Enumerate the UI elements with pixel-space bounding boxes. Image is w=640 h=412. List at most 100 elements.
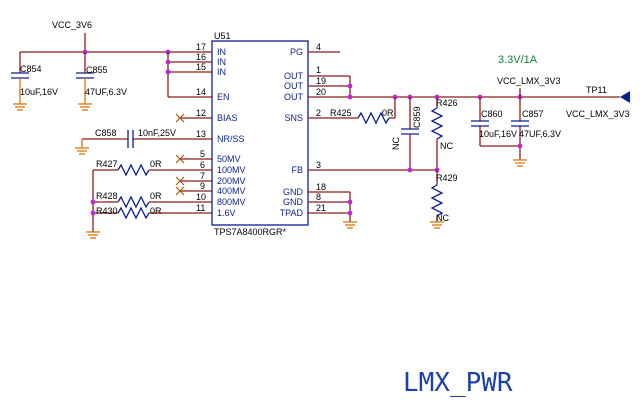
c855-value: 47UF,6.3V: [85, 87, 127, 97]
pin-name: OUT: [284, 92, 304, 102]
pin-name: NR/SS: [217, 134, 245, 144]
ic-body-u51[interactable]: [211, 40, 309, 226]
resistor-r429[interactable]: [430, 170, 444, 229]
pin-name: IN: [217, 47, 226, 57]
c857-ref: C857: [522, 109, 544, 119]
r426-ref: R426: [436, 98, 458, 108]
r430-value: 0R: [150, 206, 162, 216]
r427-value: 0R: [150, 159, 162, 169]
junction-dot: [90, 210, 96, 216]
pin-name: 100MV: [217, 165, 246, 175]
junction-dot: [90, 199, 96, 205]
pin-name: 800MV: [217, 197, 246, 207]
capacitor-c855[interactable]: [76, 52, 94, 111]
junction-dot: [165, 59, 171, 65]
c855-ref: C855: [86, 65, 108, 75]
junction-dot: [347, 94, 353, 100]
pin-name: SNS: [284, 113, 303, 123]
junction-dot: [347, 83, 353, 89]
junction-dot: [347, 199, 353, 205]
r428-ref: R428: [96, 191, 118, 201]
pin-number: 10: [196, 192, 206, 202]
c859-ref: C859: [412, 106, 422, 128]
pin-number: 2: [316, 108, 321, 118]
ic-ref: U51: [214, 31, 231, 41]
pin-name: GND: [283, 197, 304, 207]
r430-ref: R430: [96, 206, 118, 216]
pin-name: BIAS: [217, 113, 238, 123]
c859-value: NC: [391, 137, 401, 150]
pin-name: 400MV: [217, 186, 246, 196]
pin-number: 20: [316, 87, 326, 97]
resistor-r426[interactable]: [430, 97, 444, 170]
resistor-r425[interactable]: [308, 97, 396, 125]
pin-number: 16: [196, 52, 206, 62]
testpoint-arrow-icon[interactable]: [620, 91, 630, 103]
pin-name: IN: [217, 57, 226, 67]
junction-dot: [517, 143, 523, 149]
ground-symbol: [86, 231, 100, 239]
pin-number: 19: [316, 76, 326, 86]
pin-number: 17: [196, 42, 206, 52]
pin-name: 200MV: [217, 176, 246, 186]
pin-number: 11: [196, 203, 205, 213]
pin-number: 13: [196, 129, 206, 139]
resistor-r428[interactable]: [93, 195, 212, 209]
r427-ref: R427: [96, 159, 118, 169]
c854-ref: C854: [20, 64, 42, 74]
capacitor-c854[interactable]: [11, 52, 29, 111]
c857-value: 47UF,6.3V: [519, 129, 561, 139]
junction-dot: [165, 69, 171, 75]
no-connect-marker: [175, 113, 185, 123]
junction-dot: [347, 210, 353, 216]
pin-number: 14: [196, 87, 206, 97]
no-connect-marker: [175, 176, 185, 186]
resistor-r430[interactable]: [93, 206, 212, 220]
pin-name: FB: [291, 165, 303, 175]
pin-name: EN: [217, 92, 230, 102]
r425-ref: R425: [330, 108, 352, 118]
c858-value: 10nF,25V: [138, 128, 176, 138]
pin-number: 1: [316, 65, 321, 75]
pin-name: IN: [217, 67, 226, 77]
no-connect-marker: [175, 154, 185, 164]
net-label-vout-right: VCC_LMX_3V3: [566, 109, 630, 119]
r425-value: 0R: [382, 108, 394, 118]
pin-name: 1.6V: [217, 208, 236, 218]
pin-number: 18: [316, 182, 326, 192]
pin-number: 3: [316, 160, 321, 170]
capacitor-c857[interactable]: [511, 97, 529, 167]
pin-name: OUT: [284, 71, 304, 81]
pin-name: TPAD: [280, 208, 304, 218]
c860-ref: C860: [481, 109, 503, 119]
pin-number: 9: [200, 181, 205, 191]
pin-name: GND: [283, 187, 304, 197]
pin-name: PG: [290, 47, 303, 57]
pin-number: 15: [196, 62, 206, 72]
net-label-vin: VCC_3V6: [52, 20, 92, 30]
r428-value: 0R: [150, 191, 162, 201]
capacitor-c860[interactable]: [471, 97, 520, 147]
ic-part: TPS7A8400RGR*: [214, 227, 287, 237]
c860-value: 10uF,16V: [479, 129, 517, 139]
capacitor-c859[interactable]: [401, 97, 419, 170]
pin-number: 6: [200, 160, 205, 170]
pin-name: OUT: [284, 81, 304, 91]
pin-number: 5: [200, 149, 205, 159]
pin-number: 8: [316, 192, 321, 202]
rail-spec: 3.3V/1A: [498, 54, 538, 66]
net-label-vout: VCC_LMX_3V3: [497, 76, 561, 86]
resistor-r427[interactable]: [93, 163, 212, 177]
ground-symbol: [343, 221, 357, 229]
c858-ref: C858: [95, 128, 117, 138]
r429-ref: R429: [436, 173, 458, 183]
capacitor-c858[interactable]: [75, 130, 212, 155]
pin-number: 4: [316, 42, 321, 52]
no-connect-marker: [175, 186, 185, 196]
pin-number: 7: [200, 171, 205, 181]
r429-value: NC: [436, 213, 449, 223]
junction-dot: [407, 167, 413, 173]
pin-name: 50MV: [217, 154, 241, 164]
pin-number: 12: [196, 108, 206, 118]
